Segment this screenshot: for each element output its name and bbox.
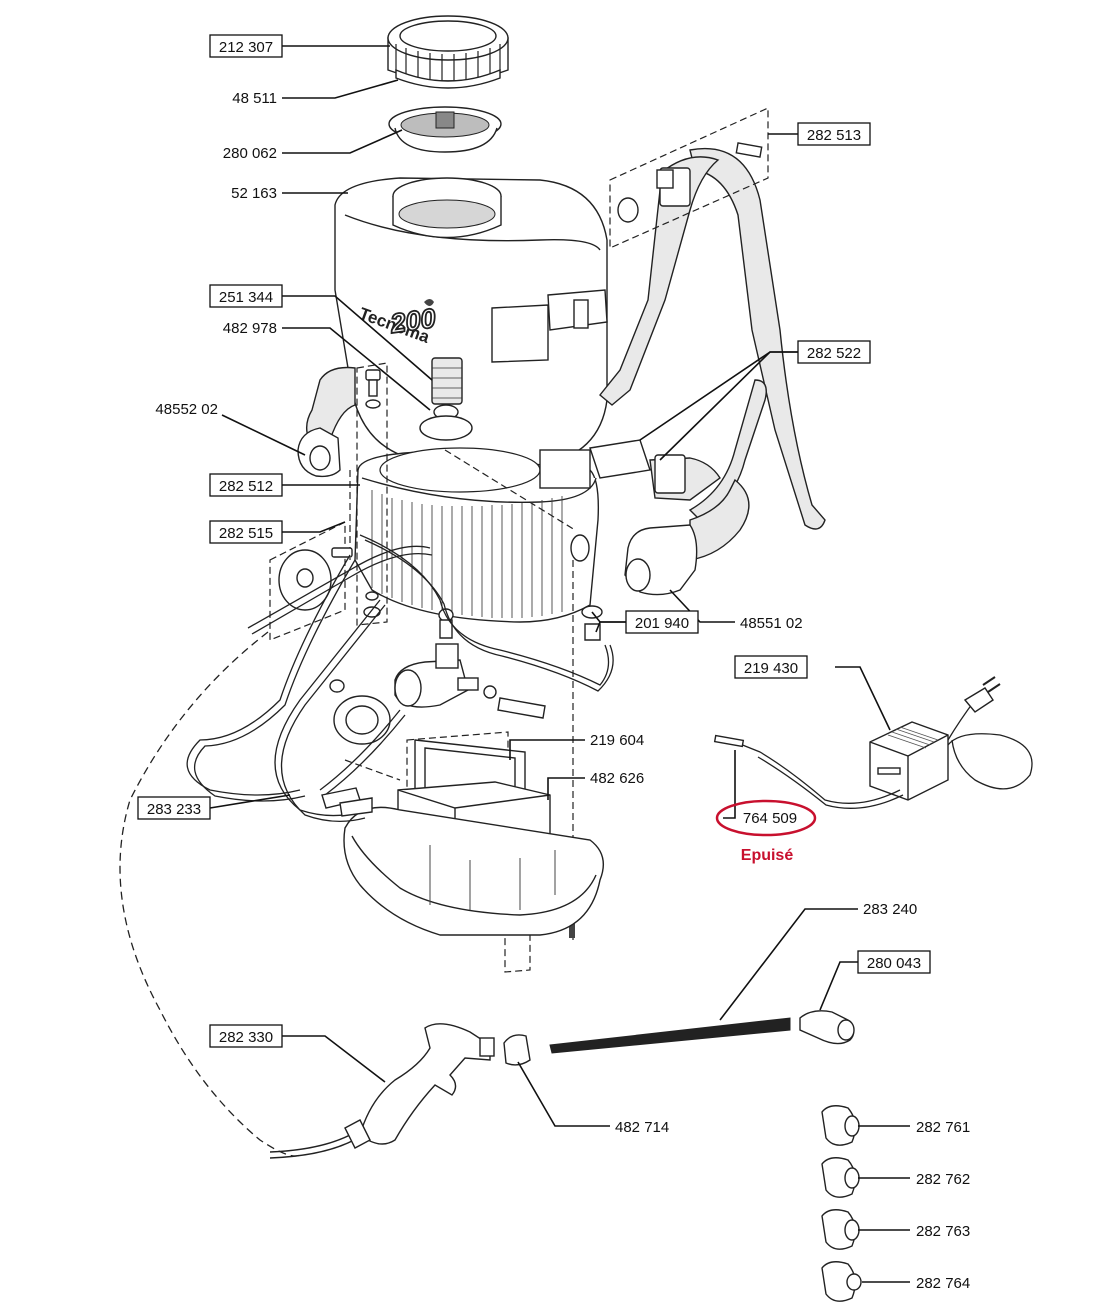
part-label-764509[interactable]: 764 509 — [715, 799, 817, 837]
electronics-and-base — [343, 739, 604, 936]
part-label-282764[interactable]: 282 764 — [916, 1275, 970, 1292]
part-number: 282 762 — [916, 1171, 970, 1188]
highlight-ring — [715, 799, 817, 837]
part-number: 482 626 — [590, 770, 644, 787]
part-number: 282 515 — [219, 525, 273, 542]
part-label-283240[interactable]: 283 240 — [863, 901, 917, 918]
part-number: 482 714 — [615, 1119, 669, 1136]
part-number: 282 513 — [807, 127, 861, 144]
part-label-282512[interactable]: 282 512 — [209, 473, 283, 497]
part-number: 251 344 — [219, 289, 273, 306]
part-number: 201 940 — [635, 615, 689, 632]
part-number: 282 522 — [807, 345, 861, 362]
part-number: 212 307 — [219, 39, 273, 56]
part-number: 48552 02 — [155, 401, 218, 418]
part-labels: 212 307 48 511 280 062 52 163 251 344 48… — [137, 34, 970, 1292]
part-number: 52 163 — [231, 185, 277, 202]
out-of-stock-note: Epuisé — [741, 847, 794, 864]
part-label-251344[interactable]: 251 344 — [209, 284, 283, 308]
part-label-482626[interactable]: 482 626 — [590, 770, 644, 787]
part-label-52163[interactable]: 52 163 — [231, 185, 277, 202]
part-label-219604[interactable]: 219 604 — [590, 732, 644, 749]
part-number: 280 043 — [867, 955, 921, 972]
part-label-280043[interactable]: 280 043 — [857, 950, 931, 974]
part-label-280062[interactable]: 280 062 — [223, 145, 277, 162]
part-number: 219 604 — [590, 732, 644, 749]
model-badge-text: 200 — [388, 303, 438, 339]
part-label-282763[interactable]: 282 763 — [916, 1223, 970, 1240]
shoulder-straps — [297, 142, 826, 596]
part-label-282761[interactable]: 282 761 — [916, 1119, 970, 1136]
part-label-201940[interactable]: 201 940 — [625, 610, 699, 634]
tank-cap — [387, 15, 509, 89]
part-number: 280 062 — [223, 145, 277, 162]
part-number: 282 330 — [219, 1029, 273, 1046]
part-label-212307[interactable]: 212 307 — [209, 34, 283, 58]
part-label-282762[interactable]: 282 762 — [916, 1171, 970, 1188]
part-number: 282 512 — [219, 478, 273, 495]
part-number: 764 509 — [743, 810, 797, 827]
part-label-48511[interactable]: 48 511 — [232, 90, 277, 107]
part-number: 219 430 — [744, 660, 798, 677]
sprayer-drawing: Tecnoma 200 — [119, 15, 1033, 1302]
part-number: 282 761 — [916, 1119, 970, 1136]
leader-lines — [209, 45, 910, 1283]
part-label-4855102[interactable]: 48551 02 — [740, 615, 803, 632]
part-label-282513[interactable]: 282 513 — [797, 122, 871, 146]
battery-charger — [713, 676, 1033, 809]
part-label-283233[interactable]: 283 233 — [137, 796, 211, 820]
hoses-and-wiring — [119, 534, 614, 1159]
part-number: 48 511 — [232, 90, 277, 107]
part-label-282330[interactable]: 282 330 — [209, 1024, 283, 1048]
part-number: 283 240 — [863, 901, 917, 918]
part-label-219430[interactable]: 219 430 — [734, 655, 808, 679]
tank-body: Tecnoma 200 — [334, 177, 608, 466]
part-label-482978[interactable]: 482 978 — [223, 320, 277, 337]
spare-nozzles — [821, 1105, 862, 1302]
filter-strainer — [388, 106, 502, 153]
part-label-282522[interactable]: 282 522 — [797, 340, 871, 364]
part-number: 282 763 — [916, 1223, 970, 1240]
part-label-4855202[interactable]: 48552 02 — [155, 401, 218, 418]
part-number: 482 978 — [223, 320, 277, 337]
part-number: 48551 02 — [740, 615, 803, 632]
part-number: 282 764 — [916, 1275, 970, 1292]
out-of-stock-label: Epuisé — [741, 847, 794, 864]
part-number: 283 233 — [147, 801, 201, 818]
lance-and-nozzles — [344, 1010, 862, 1302]
part-label-482714[interactable]: 482 714 — [615, 1119, 669, 1136]
pump-housing — [354, 447, 600, 623]
part-label-282515[interactable]: 282 515 — [209, 520, 283, 544]
